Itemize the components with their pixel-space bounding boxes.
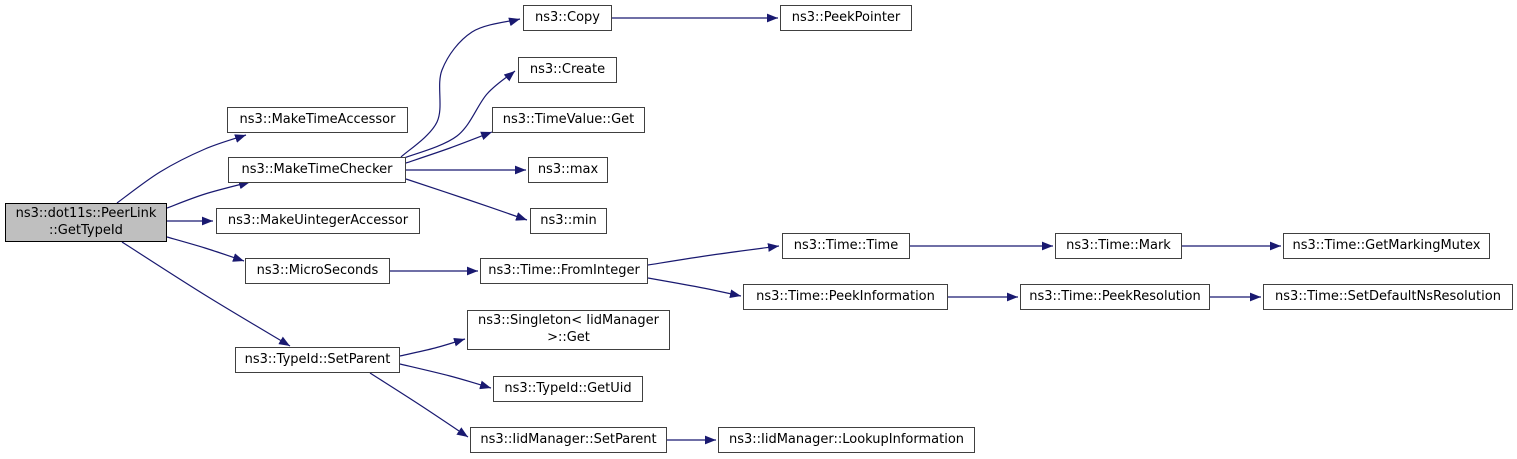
edge-time-from-integer--time-time <box>647 243 780 266</box>
node-label: ns3::Time::Time <box>793 237 899 253</box>
node-time-get-marking-mutex[interactable]: ns3::Time::GetMarkingMutex <box>1283 233 1490 259</box>
node-label: ns3::MakeUintegerAccessor <box>227 212 409 228</box>
edge-type-id-set-parent--iid-manager-set-parent <box>369 372 469 438</box>
node-make-time-checker[interactable]: ns3::MakeTimeChecker <box>228 157 406 183</box>
node-iid-manager-lookup-information[interactable]: ns3::IidManager::LookupInformation <box>718 427 975 453</box>
node-label: ns3::TimeValue::Get <box>502 111 635 127</box>
node-time-from-integer[interactable]: ns3::Time::FromInteger <box>480 258 648 284</box>
node-time-peek-resolution[interactable]: ns3::Time::PeekResolution <box>1020 284 1210 310</box>
node-label: ns3::Create <box>529 61 606 77</box>
node-label: ns3::Time::FromInteger <box>488 262 640 278</box>
node-peek-pointer[interactable]: ns3::PeekPointer <box>780 5 912 31</box>
node-label: ns3::PeekPointer <box>791 9 901 25</box>
edge-make-time-checker--time-value-get <box>405 131 493 164</box>
node-label: ns3::Time::Mark <box>1066 237 1171 253</box>
node-label: ns3::Time::PeekInformation <box>756 288 935 304</box>
node-label: ns3::IidManager::LookupInformation <box>728 431 965 447</box>
node-label: ns3::TypeId::SetParent <box>244 351 391 367</box>
node-label: ns3::MicroSeconds <box>256 262 379 278</box>
node-label: ns3::IidManager::SetParent <box>480 431 657 447</box>
edge-get-type-id--make-time-accessor <box>116 134 247 204</box>
node-get-type-id: ns3::dot11s::PeerLink ::GetTypeId <box>5 203 167 242</box>
node-label: ns3::MakeTimeChecker <box>241 161 393 177</box>
edge-time-from-integer--time-peek-information <box>647 277 742 299</box>
node-create[interactable]: ns3::Create <box>518 57 617 83</box>
node-label: ns3::Time::SetDefaultNsResolution <box>1275 288 1501 304</box>
node-time-peek-information[interactable]: ns3::Time::PeekInformation <box>743 284 948 310</box>
edge-make-time-checker--create <box>403 70 516 159</box>
node-type-id-get-uid[interactable]: ns3::TypeId::GetUid <box>493 376 643 402</box>
edge-type-id-set-parent--singleton-iid-manager-get <box>399 337 466 357</box>
edge-make-time-checker--copy <box>400 17 521 158</box>
node-min[interactable]: ns3::min <box>530 208 607 234</box>
node-micro-seconds[interactable]: ns3::MicroSeconds <box>245 258 390 284</box>
node-label: ns3::TypeId::GetUid <box>504 380 632 396</box>
edge-get-type-id--make-time-checker <box>166 180 251 209</box>
node-max[interactable]: ns3::max <box>528 157 608 183</box>
node-label: ns3::MakeTimeAccessor <box>239 111 396 127</box>
node-label: ns3::max <box>537 161 599 177</box>
node-time-value-get[interactable]: ns3::TimeValue::Get <box>492 107 645 133</box>
edge-make-time-checker--min <box>405 178 528 221</box>
node-iid-manager-set-parent[interactable]: ns3::IidManager::SetParent <box>470 427 667 453</box>
node-make-uinteger-accessor[interactable]: ns3::MakeUintegerAccessor <box>216 208 420 234</box>
node-time-time[interactable]: ns3::Time::Time <box>782 233 910 259</box>
edge-type-id-set-parent--type-id-get-uid <box>399 363 492 390</box>
node-copy[interactable]: ns3::Copy <box>523 5 612 31</box>
node-type-id-set-parent[interactable]: ns3::TypeId::SetParent <box>235 347 400 373</box>
node-label: ns3::Copy <box>534 9 601 25</box>
edge-get-type-id--micro-seconds <box>166 236 245 262</box>
node-label: ns3::Time::PeekResolution <box>1029 288 1201 304</box>
node-label: ns3::dot11s::PeerLink ::GetTypeId <box>15 205 157 238</box>
node-label: ns3::Time::GetMarkingMutex <box>1292 237 1481 253</box>
node-time-mark[interactable]: ns3::Time::Mark <box>1055 233 1182 259</box>
node-singleton-iid-manager-get[interactable]: ns3::Singleton< IidManager >::Get <box>467 310 670 350</box>
node-make-time-accessor[interactable]: ns3::MakeTimeAccessor <box>227 107 408 133</box>
node-label: ns3::min <box>540 212 597 228</box>
node-time-set-default-ns-resolution[interactable]: ns3::Time::SetDefaultNsResolution <box>1263 284 1513 310</box>
node-label: ns3::Singleton< IidManager >::Get <box>477 313 659 345</box>
edge-get-type-id--type-id-set-parent <box>121 241 291 347</box>
